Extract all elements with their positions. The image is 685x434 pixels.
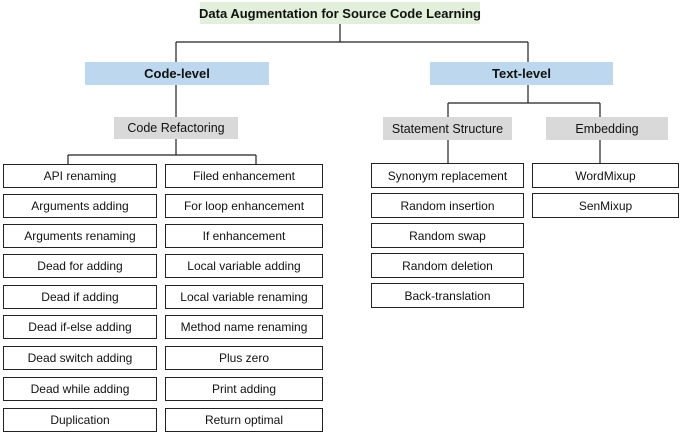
leaf-method-name-renaming: Method name renaming bbox=[165, 315, 323, 339]
leaf-wordmixup: WordMixup bbox=[532, 163, 679, 188]
leaf-plus-zero: Plus zero bbox=[165, 346, 323, 370]
leaf-return-optimal: Return optimal bbox=[165, 408, 323, 432]
statement-structure-node: Statement Structure bbox=[383, 117, 512, 140]
leaf-local-variable-adding: Local variable adding bbox=[165, 254, 323, 278]
leaf-dead-if-else-adding: Dead if-else adding bbox=[3, 315, 157, 339]
leaf-random-deletion: Random deletion bbox=[371, 253, 524, 278]
leaf-random-insertion: Random insertion bbox=[371, 193, 524, 218]
leaf-dead-for-adding: Dead for adding bbox=[3, 254, 157, 278]
leaf-api-renaming: API renaming bbox=[3, 164, 157, 188]
leaf-synonym-replacement: Synonym replacement bbox=[371, 163, 524, 188]
leaf-senmixup: SenMixup bbox=[532, 193, 679, 218]
leaf-dead-switch-adding: Dead switch adding bbox=[3, 346, 157, 370]
leaf-random-swap: Random swap bbox=[371, 223, 524, 248]
leaf-for-loop-enhancement: For loop enhancement bbox=[165, 194, 323, 218]
leaf-arguments-adding: Arguments adding bbox=[3, 194, 157, 218]
leaf-back-translation: Back-translation bbox=[371, 283, 524, 308]
embedding-node: Embedding bbox=[546, 117, 668, 140]
leaf-dead-if-adding: Dead if adding bbox=[3, 285, 157, 309]
leaf-if-enhancement: If enhancement bbox=[165, 224, 323, 248]
root-node: Data Augmentation for Source Code Learni… bbox=[199, 2, 481, 24]
leaf-local-variable-renaming: Local variable renaming bbox=[165, 285, 323, 309]
leaf-dead-while-adding: Dead while adding bbox=[3, 377, 157, 401]
code-refactoring-node: Code Refactoring bbox=[114, 117, 238, 139]
code-level-node: Code-level bbox=[85, 62, 269, 85]
leaf-print-adding: Print adding bbox=[165, 377, 323, 401]
leaf-arguments-renaming: Arguments renaming bbox=[3, 224, 157, 248]
leaf-filed-enhancement: Filed enhancement bbox=[165, 164, 323, 188]
leaf-duplication: Duplication bbox=[3, 408, 157, 432]
text-level-node: Text-level bbox=[430, 62, 613, 85]
